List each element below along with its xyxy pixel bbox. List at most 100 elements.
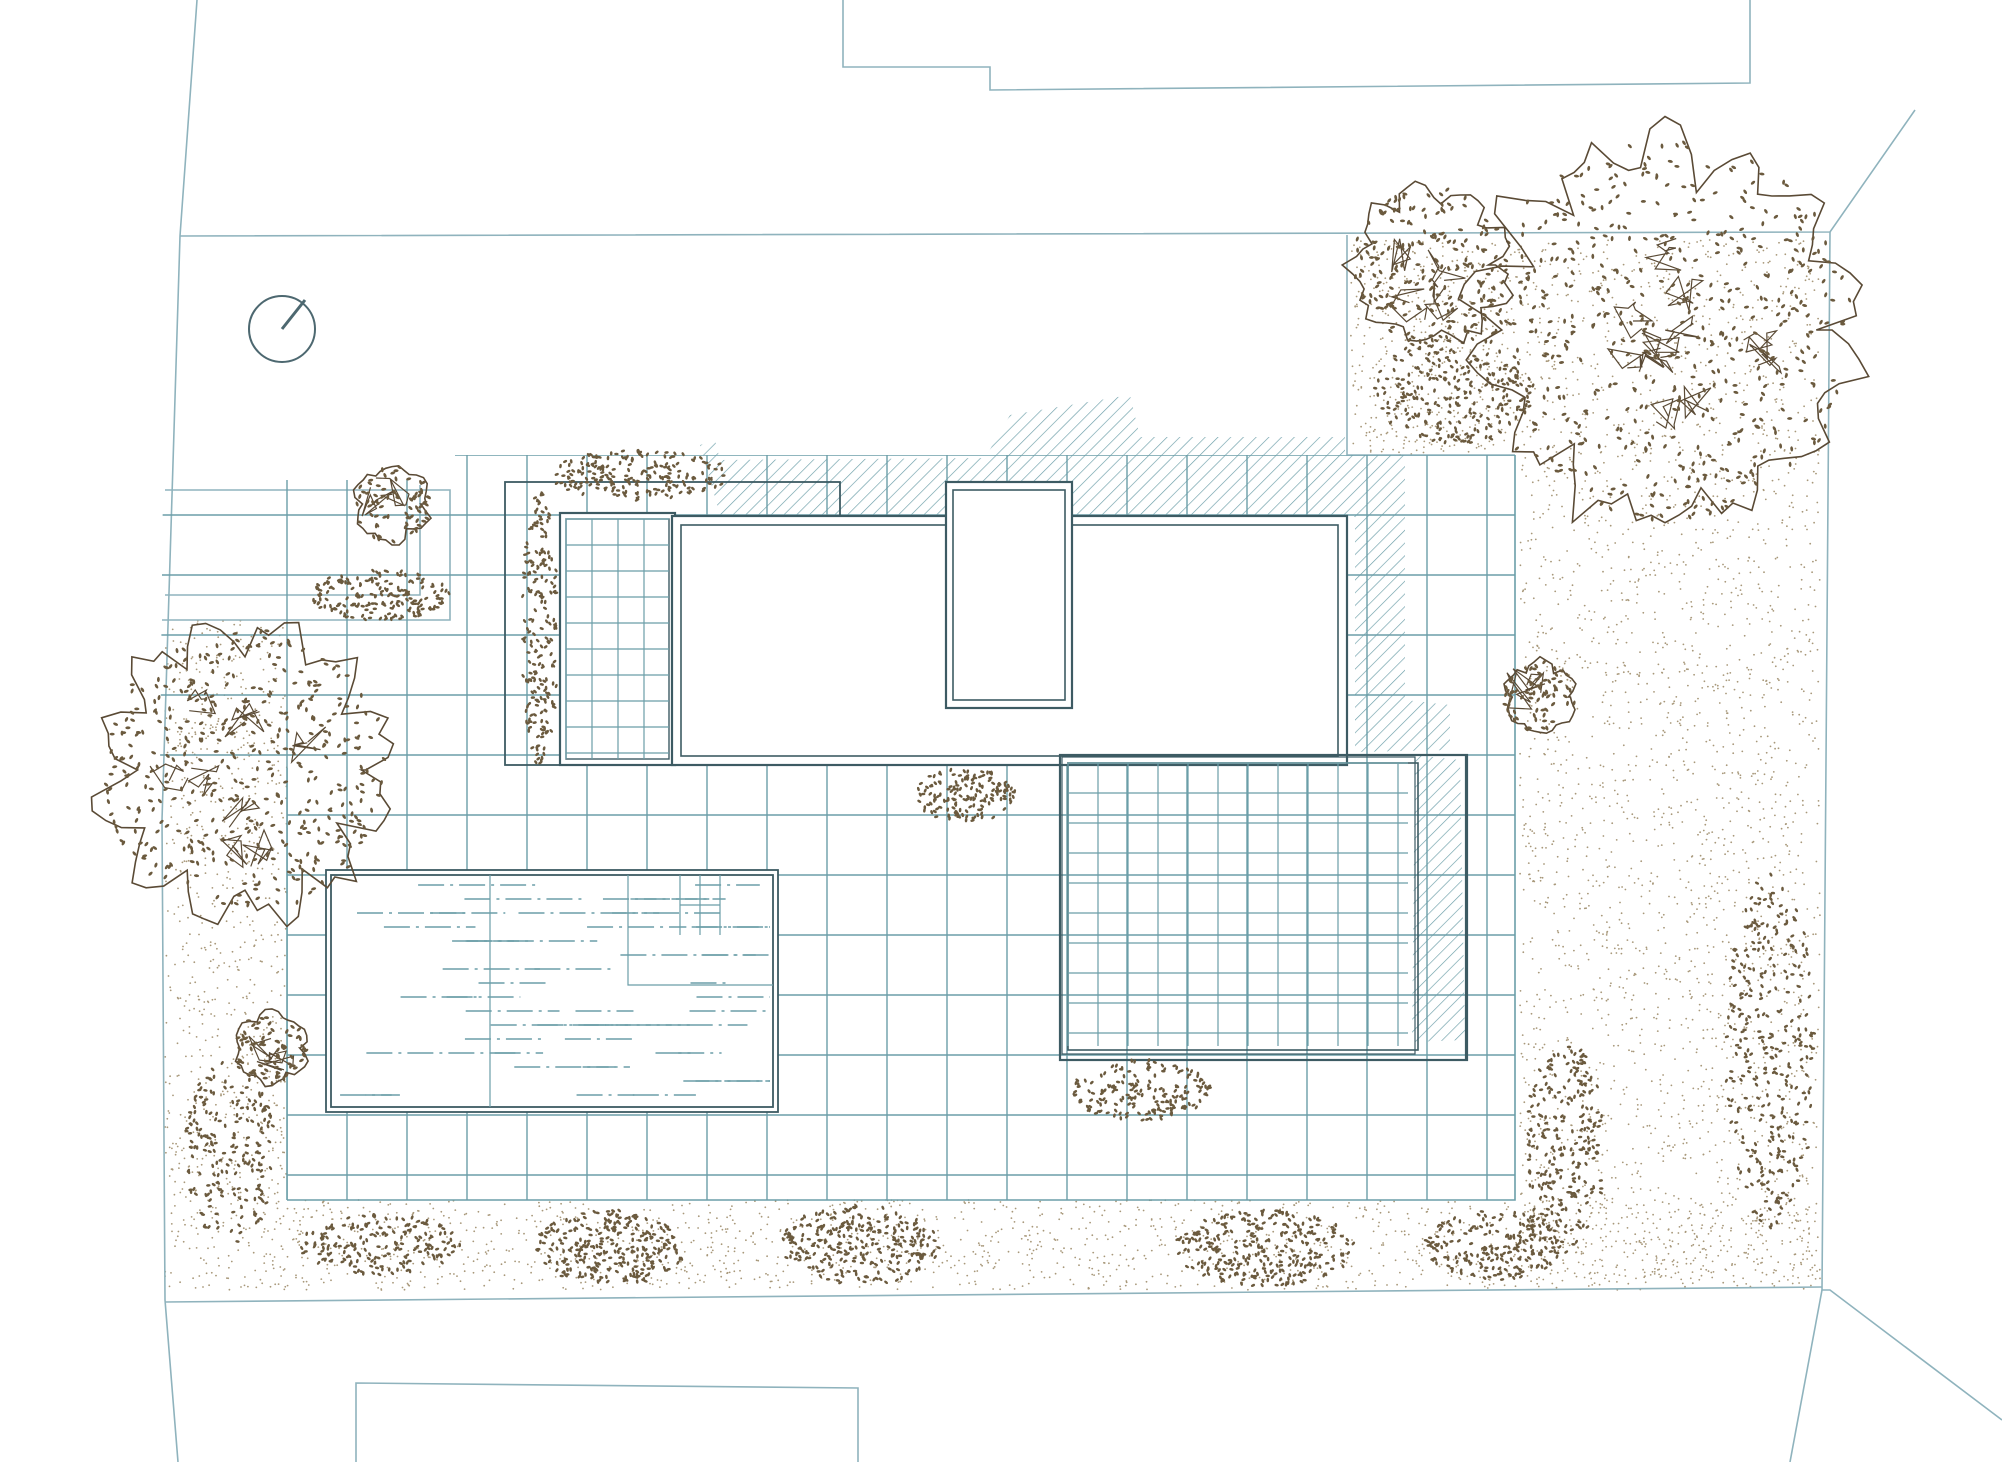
stipple-dot <box>1781 952 1783 955</box>
stipple-dot <box>1605 939 1608 941</box>
stipple-dot <box>1595 1224 1598 1227</box>
stipple-dot <box>196 892 199 895</box>
stipple-dot <box>1714 683 1717 686</box>
stipple-dot <box>277 1283 280 1285</box>
stipple-dot <box>1700 1227 1703 1230</box>
stipple-dot <box>1608 716 1611 718</box>
stipple-dot <box>1564 1270 1567 1272</box>
stipple-dot <box>1717 1180 1719 1183</box>
stipple-dot <box>1476 1225 1479 1228</box>
stipple-dot <box>1627 1207 1630 1210</box>
stipple-dot <box>279 1141 282 1144</box>
stipple-dot <box>1803 416 1806 419</box>
stipple-dot <box>1655 1257 1658 1259</box>
stipple-dot <box>1807 935 1809 937</box>
stipple-dot <box>1650 262 1653 265</box>
stipple-dot <box>1715 1209 1717 1212</box>
stipple-dot <box>1676 1261 1679 1264</box>
stipple-dot <box>1212 1263 1215 1265</box>
stipple-dot <box>1755 1219 1758 1222</box>
stipple-dot <box>1556 1271 1559 1274</box>
stipple-dot <box>1663 636 1666 639</box>
stipple-dot <box>758 1276 761 1279</box>
stipple-dot <box>1583 604 1586 607</box>
stipple-dot <box>191 735 194 738</box>
stipple-dot <box>1776 1178 1778 1180</box>
stipple-dot <box>1771 661 1774 664</box>
stipple-dot <box>1682 1142 1685 1145</box>
stipple-dot <box>659 1286 661 1288</box>
stipple-dot <box>1102 1284 1105 1286</box>
stipple-dot <box>549 1206 552 1209</box>
stipple-dot <box>1578 564 1581 567</box>
stipple-dot <box>1179 1284 1182 1287</box>
stipple-dot <box>275 1221 278 1223</box>
stipple-dot <box>192 1131 195 1134</box>
stipple-dot <box>1806 1246 1809 1248</box>
stipple-dot <box>1524 1153 1527 1155</box>
stipple-dot <box>1643 982 1646 984</box>
stipple-dot <box>1788 505 1791 508</box>
stipple-dot <box>1022 1221 1025 1224</box>
stipple-dot <box>200 748 202 750</box>
stipple-dot <box>1714 483 1717 485</box>
stipple-dot <box>1160 1243 1163 1246</box>
stipple-dot <box>1814 1212 1817 1214</box>
stipple-dot <box>1664 642 1667 645</box>
stipple-dot <box>1537 479 1540 482</box>
stipple-dot <box>1600 282 1602 285</box>
stipple-dot <box>1635 1277 1637 1280</box>
stipple-dot <box>1524 588 1526 591</box>
stipple-dot <box>1484 277 1487 280</box>
stipple-dot <box>1815 1052 1818 1054</box>
stipple-dot <box>463 1288 466 1290</box>
stipple-dot <box>1021 1263 1024 1265</box>
stipple-dot <box>1732 529 1734 531</box>
stipple-dot <box>223 821 226 823</box>
stipple-dot <box>1488 365 1490 368</box>
stipple-dot <box>293 1207 296 1210</box>
stipple-dot <box>1802 977 1804 980</box>
stipple-dot <box>1546 1240 1548 1243</box>
stipple-dot <box>1608 1280 1611 1283</box>
stipple-dot <box>1690 855 1693 858</box>
stipple-dot <box>1696 977 1699 980</box>
stipple-dot <box>222 809 225 812</box>
stipple-dot <box>320 1278 323 1280</box>
stipple-dot <box>1558 944 1560 947</box>
stipple-dot <box>1772 382 1774 385</box>
stipple-dot <box>1135 1218 1137 1221</box>
stipple-dot <box>1124 1225 1127 1228</box>
stipple-dot <box>1529 1209 1532 1211</box>
stipple-dot <box>1345 1280 1348 1283</box>
stipple-dot <box>1718 900 1721 903</box>
stipple-dot <box>1519 564 1522 567</box>
stipple-dot <box>317 1246 320 1248</box>
stipple-dot <box>1780 399 1783 401</box>
stipple-dot <box>1174 1204 1177 1207</box>
stipple-dot <box>1682 760 1685 763</box>
stipple-dot <box>1078 1228 1080 1230</box>
stipple-dot <box>1426 1210 1429 1213</box>
stipple-dot <box>1763 422 1766 425</box>
stipple-dot <box>1599 1203 1602 1205</box>
stipple-dot <box>1616 1264 1619 1267</box>
stipple-dot <box>1768 465 1770 467</box>
stipple-dot <box>1763 1207 1766 1209</box>
stipple-dot <box>397 1226 399 1228</box>
stipple-dot <box>1657 1109 1660 1111</box>
stipple-dot <box>1773 450 1776 453</box>
stipple-dot <box>1770 756 1773 759</box>
stipple-dot <box>1718 1235 1721 1237</box>
stipple-dot <box>1686 800 1688 803</box>
stipple-dot <box>1562 897 1565 900</box>
stipple-dot <box>1532 597 1535 600</box>
stipple-dot <box>1716 892 1719 894</box>
stipple-dot <box>282 1117 285 1120</box>
stipple-dot <box>1790 294 1793 296</box>
stipple-dot <box>176 730 179 733</box>
stipple-dot <box>1102 1276 1105 1278</box>
stipple-dot <box>1690 902 1693 904</box>
stipple-dot <box>400 1239 402 1242</box>
stipple-dot <box>1808 1250 1811 1253</box>
